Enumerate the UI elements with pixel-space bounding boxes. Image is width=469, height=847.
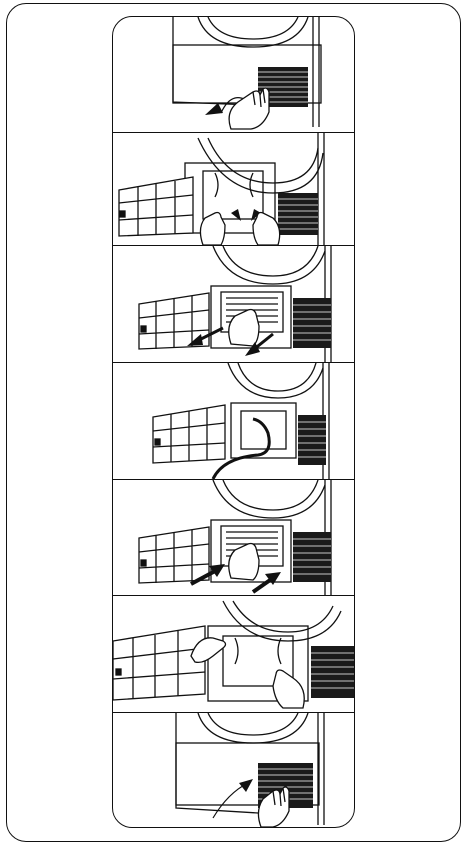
grille-icon [298,415,326,465]
filter-flap-grid [113,626,205,700]
step-1-illustration [113,17,354,132]
grille-icon [311,646,354,698]
step-5-illustration [113,480,354,595]
filter-flap-grid [153,405,225,463]
steps-strip [112,16,355,828]
filter-flap-grid [139,527,209,583]
hinge-icon [120,211,125,217]
hand-icon [229,88,269,129]
step-1-open-flap-panel [113,17,354,132]
step-6-lock-catches-panel [113,596,354,712]
hand-icon [200,213,225,246]
step-7-illustration [113,713,354,828]
filter-flap-grid [119,177,193,236]
step-2-illustration [113,133,354,245]
close-arrow-icon [239,779,253,792]
grille-icon [278,193,318,235]
step-6-illustration [113,596,354,712]
up-arrow-icon [205,103,223,115]
grille-icon [293,298,331,348]
hand-icon [273,670,304,708]
step-4-rinse-panel [113,363,354,479]
step-4-illustration [113,363,354,479]
step-7-close-flap-panel [113,713,354,828]
hand-icon [253,213,280,246]
step-3-remove-condenser-panel [113,246,354,362]
step-2-release-catches-panel [113,133,354,245]
grille-icon [293,532,331,582]
close-arrow-path [213,783,248,818]
step-5-reinsert-condenser-panel [113,480,354,595]
step-3-illustration [113,246,354,362]
